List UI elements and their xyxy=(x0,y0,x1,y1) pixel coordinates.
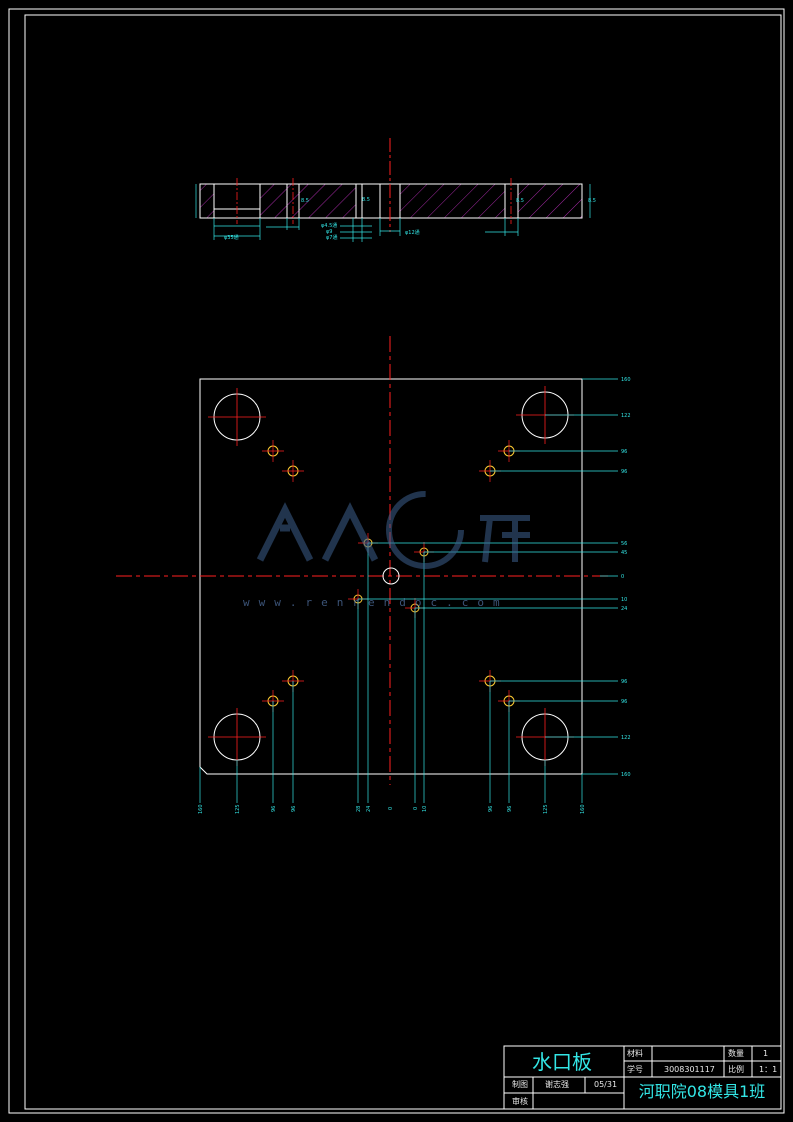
right-dim: 160 xyxy=(621,377,631,383)
review-label: 审核 xyxy=(512,1097,528,1106)
right-dim: 24 xyxy=(621,606,627,612)
section-dim: φ35通 xyxy=(224,234,239,241)
right-dim: 122 xyxy=(621,413,631,419)
watermark-text: www.renrendoc.com xyxy=(243,596,509,609)
bottom-dim: 125 xyxy=(235,804,241,814)
section-hatch xyxy=(260,184,356,218)
right-dim: 10 xyxy=(621,597,627,603)
right-dim: 122 xyxy=(621,735,631,741)
bottom-dim: 10 xyxy=(422,806,428,812)
quantity-label: 数量 xyxy=(728,1049,744,1058)
plate-outline xyxy=(199,378,583,775)
scale-value: 1：1 xyxy=(759,1065,778,1074)
section-view: φ35通 φ12通 φ4.5通 φ9 φ7通 8.5 8.5 8.5 8.5 xyxy=(195,138,596,242)
bottom-dim: 28 xyxy=(356,806,362,812)
plan-view: 160 122 96 96 56 45 0 10 24 96 96 122 16… xyxy=(116,336,631,814)
bottom-dim: 125 xyxy=(543,804,549,814)
section-dim: φ4.5通 xyxy=(321,222,337,229)
scale-label: 比例 xyxy=(728,1065,744,1074)
bottom-dim: 160 xyxy=(580,804,586,814)
section-dim: φ12通 xyxy=(405,229,420,236)
school-class: 河职院08模具1班 xyxy=(638,1082,766,1101)
right-dim: 96 xyxy=(621,699,627,705)
section-outline xyxy=(199,183,583,219)
section-dim: 8.5 xyxy=(516,198,524,204)
bottom-dim: 96 xyxy=(291,806,297,812)
number-value: 3008301117 xyxy=(664,1065,715,1074)
right-dim: 160 xyxy=(621,772,631,778)
bottom-dim: 24 xyxy=(366,806,372,812)
section-hatch xyxy=(400,184,505,218)
right-dim: 96 xyxy=(621,449,627,455)
drawn-value: 谢志强 xyxy=(545,1080,569,1089)
section-dim: 8.5 xyxy=(588,198,596,204)
section-dim: 8.5 xyxy=(362,197,370,203)
right-dim: 96 xyxy=(621,469,627,475)
bottom-dim: 96 xyxy=(271,806,277,812)
quantity-value: 1 xyxy=(763,1049,769,1058)
right-dim: 45 xyxy=(621,550,627,556)
bottom-dim: 0 xyxy=(388,807,394,810)
drawing-title: 水口板 xyxy=(532,1050,592,1074)
section-hatch xyxy=(200,184,214,218)
sheet-value: 05/31 xyxy=(594,1080,618,1089)
section-dim: 8.5 xyxy=(301,198,309,204)
right-dim: 56 xyxy=(621,541,627,547)
inner-border xyxy=(24,14,782,1110)
outer-border xyxy=(8,8,785,1114)
right-dim: 96 xyxy=(621,679,627,685)
material-label: 材料 xyxy=(627,1049,643,1058)
title-block xyxy=(503,1045,782,1110)
drawn-label: 制图 xyxy=(512,1080,528,1089)
section-dim: φ9 xyxy=(326,229,332,235)
bottom-dim: 96 xyxy=(488,806,494,812)
bottom-dim: 96 xyxy=(507,806,513,812)
bottom-dim: 160 xyxy=(198,804,204,814)
section-dim: φ7通 xyxy=(326,234,337,241)
section-hatch xyxy=(518,184,582,218)
right-dim: 0 xyxy=(621,574,624,580)
number-label: 学号 xyxy=(627,1065,643,1074)
bottom-dim: 0 xyxy=(413,807,419,810)
